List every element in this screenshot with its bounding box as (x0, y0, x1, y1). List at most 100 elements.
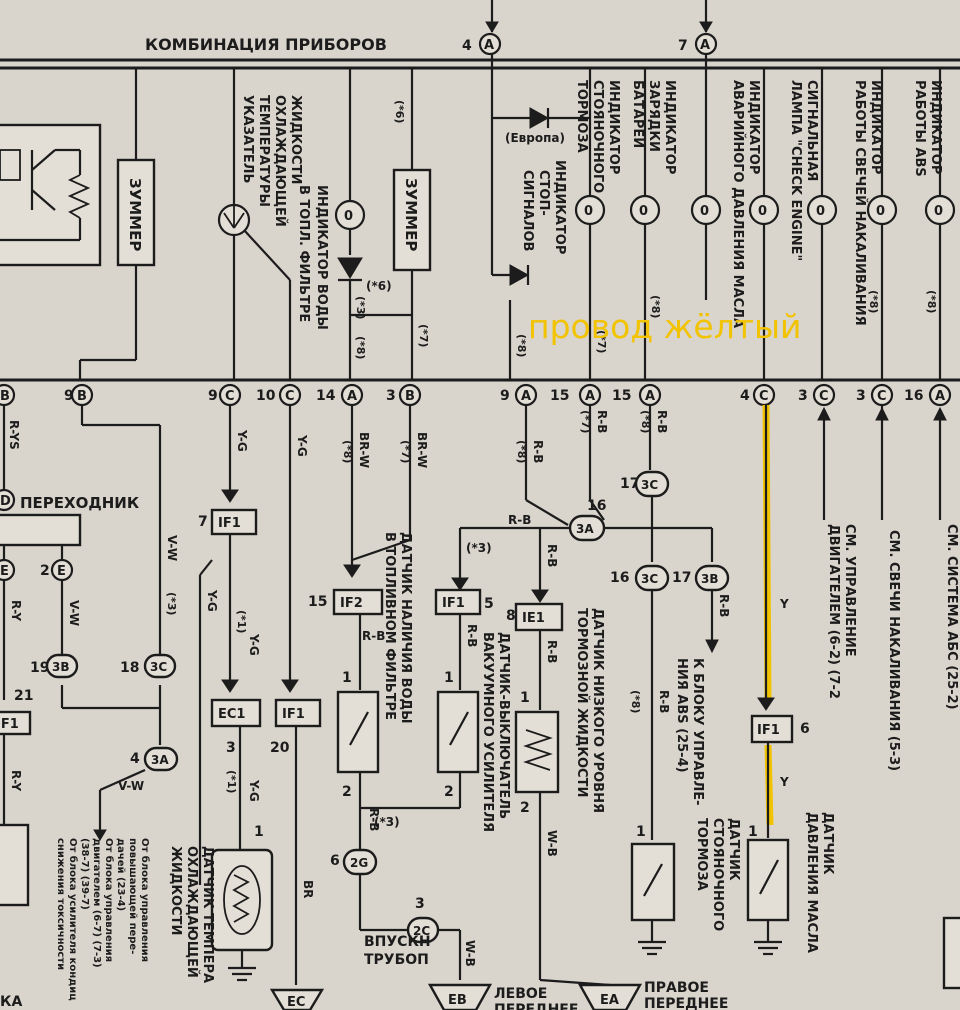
note-8-pb2: (*8) (629, 690, 642, 713)
svg-text:4: 4 (740, 388, 750, 404)
ground-label-0: ВПУСКН (364, 934, 431, 950)
svg-text:C: C (225, 389, 235, 404)
note-3-vs: (*3) (466, 541, 492, 555)
coolant-gauge: УКАЗАТЕЛЬ ТЕМПЕРАТУРЫ ОХЛАЖДАЮЩЕЙ ЖИДКОС… (217, 68, 303, 380)
battery-l1: ЗАРЯДКИ (646, 80, 661, 152)
svg-text:7: 7 (198, 514, 208, 530)
vs-l0: ДАТЧИК-ВЫКЛЮЧАТЕЛЬ (496, 632, 511, 819)
note-3-wf: (*3) (374, 815, 400, 829)
ref-bottom-0: От блока управления (139, 838, 151, 962)
svg-text:1: 1 (636, 824, 646, 840)
note-1-b: (*1) (225, 770, 238, 793)
connector-if1-10c: IF1 (282, 707, 305, 722)
note-7-pb: (*7) (579, 410, 592, 433)
ground-label-1: ТРУБОП (364, 952, 429, 968)
coolant-sensor-l1: ОХЛАЖДАЮЩЕЙ (184, 846, 200, 978)
wf-sensor-l1: В ТОПЛИВНОМ ФИЛЬТРЕ (382, 532, 397, 720)
glow-note8: (*8) (867, 290, 880, 313)
joint-3a-mid: 3A (576, 522, 594, 536)
glow-l0: ИНДИКАТОР (868, 80, 883, 174)
check-engine-lamp: 0 СИГНАЛЬНАЯ ЛАМПА "CHECK ENGINE" (748, 68, 819, 380)
water-indicator-l1: В ТОПЛ. ФИЛЬТРЕ (296, 185, 311, 322)
stop-note8: (*8) (515, 334, 528, 357)
svg-text:9: 9 (500, 388, 510, 404)
svg-text:E: E (57, 564, 66, 579)
connector-if1-coolant: IF1 (218, 516, 241, 531)
oil-pressure-chain: Y IF1 6 Y 1 ДАТЧИК ДАВЛЕНИЯ МАСЛА (746, 404, 835, 956)
pbrake-l0: ИНДИКАТОР (606, 80, 621, 174)
lower-left-area: V-W (*3) R-YS D ПЕРЕХОДНИК E 2 E R-Y V-W… (0, 405, 179, 1010)
svg-text:3: 3 (798, 388, 808, 404)
coolant-sensor-chain: Y-G 7 IF1 Y-G (*1) Y-G EC1 3 (*1) Y-G 1 … (168, 405, 274, 983)
pbs-l1: СТОЯНОЧНОГО (710, 818, 725, 931)
top-connector-7a-pin: 7 (678, 38, 688, 54)
wire-rb-wf: R-B (362, 629, 385, 643)
top-connector-7a-letter: A (700, 38, 710, 53)
svg-text:6: 6 (330, 853, 340, 869)
wire-brw-2: BR-W (415, 432, 429, 468)
battery-indicator: 0 ИНДИКАТОР ЗАРЯДКИ БАТАРЕИ (*8) (629, 68, 677, 380)
check-l0: СИГНАЛЬНАЯ (804, 80, 819, 181)
note-7-wf: (*7) (399, 440, 412, 463)
connector-if1-oil: IF1 (757, 723, 780, 738)
wire-wb-1: W-B (463, 940, 477, 967)
svg-text:C: C (877, 389, 887, 404)
stop-l2: СИГНАЛОВ (520, 170, 535, 251)
buzzer-middle: (*6) ЗУММЕР (*7) (350, 68, 432, 380)
svg-text:20: 20 (270, 740, 290, 756)
wire-ry-1: R-Y (9, 600, 23, 621)
wire-br: BR (301, 880, 315, 898)
wf-sensor-l0: ДАТЧИК НАЛИЧИЯ ВОДЫ (398, 532, 413, 724)
coolant-gauge-l2: ОХЛАЖДАЮЩЕЙ (272, 95, 288, 227)
wire-yg-1: Y-G (235, 429, 249, 452)
svg-text:9: 9 (64, 388, 74, 404)
joint-3a-left: 3A (151, 753, 169, 767)
vacuum-switch-chain: (*8) R-B 16 3A R-B (*3) R-B IF1 5 R-B 1 … (360, 405, 728, 1010)
svg-text:0: 0 (700, 204, 709, 219)
svg-text:0: 0 (934, 204, 943, 219)
wire-vw-3: V-W (118, 779, 144, 793)
ground-ec: EC (287, 995, 305, 1010)
svg-text:1: 1 (254, 824, 264, 840)
wire-rb-vs1: R-B (531, 440, 545, 463)
wire-rb-pb2: R-B (655, 410, 669, 433)
connector-if2: IF2 (340, 596, 363, 611)
battery-l2: БАТАРЕИ (630, 80, 645, 148)
pbs-l2: ТОРМОЗА (694, 818, 709, 891)
parking-brake-indicator: 0 ИНДИКАТОР СТОЯНОЧНОГО ТОРМОЗА (*7) (574, 68, 621, 380)
wire-rb-vs3: R-B (545, 544, 559, 567)
svg-text:D: D (0, 494, 11, 509)
ref-bottom-3: От блока управления (103, 838, 115, 962)
svg-text:C: C (819, 389, 829, 404)
oil-ind-l0: ИНДИКАТОР (746, 80, 761, 174)
wire-yg-5: Y-G (295, 434, 309, 457)
buzzer-mid-note: (*6) (393, 100, 406, 123)
joint-3c-left: 3C (150, 660, 167, 674)
buzzer-mid-label: ЗУММЕР (402, 178, 420, 251)
wire-brw-1: BR-W (357, 432, 371, 468)
svg-text:5: 5 (484, 596, 494, 612)
wire-rb-wf2: R-B (367, 808, 381, 831)
note-8-vs: (*8) (515, 440, 528, 463)
svg-text:0: 0 (876, 204, 885, 219)
buzzer-left: ЗУММЕР (78, 68, 156, 380)
wire-wb-2: W-B (545, 830, 559, 857)
buzzer-left-label: ЗУММЕР (126, 178, 144, 251)
connector-if1-far-left: IF1 (0, 717, 19, 732)
ref-engine-l1: ДВИГАТЕЛЕМ (6-2) (7-2 (826, 524, 841, 699)
wire-yg-4: Y-G (247, 779, 261, 802)
abs-note8: (*8) (925, 290, 938, 313)
ops-l1: ДАВЛЕНИЯ МАСЛА (804, 812, 819, 953)
svg-text:C: C (759, 389, 769, 404)
svg-text:3: 3 (226, 740, 236, 756)
transistor-block (0, 123, 102, 267)
